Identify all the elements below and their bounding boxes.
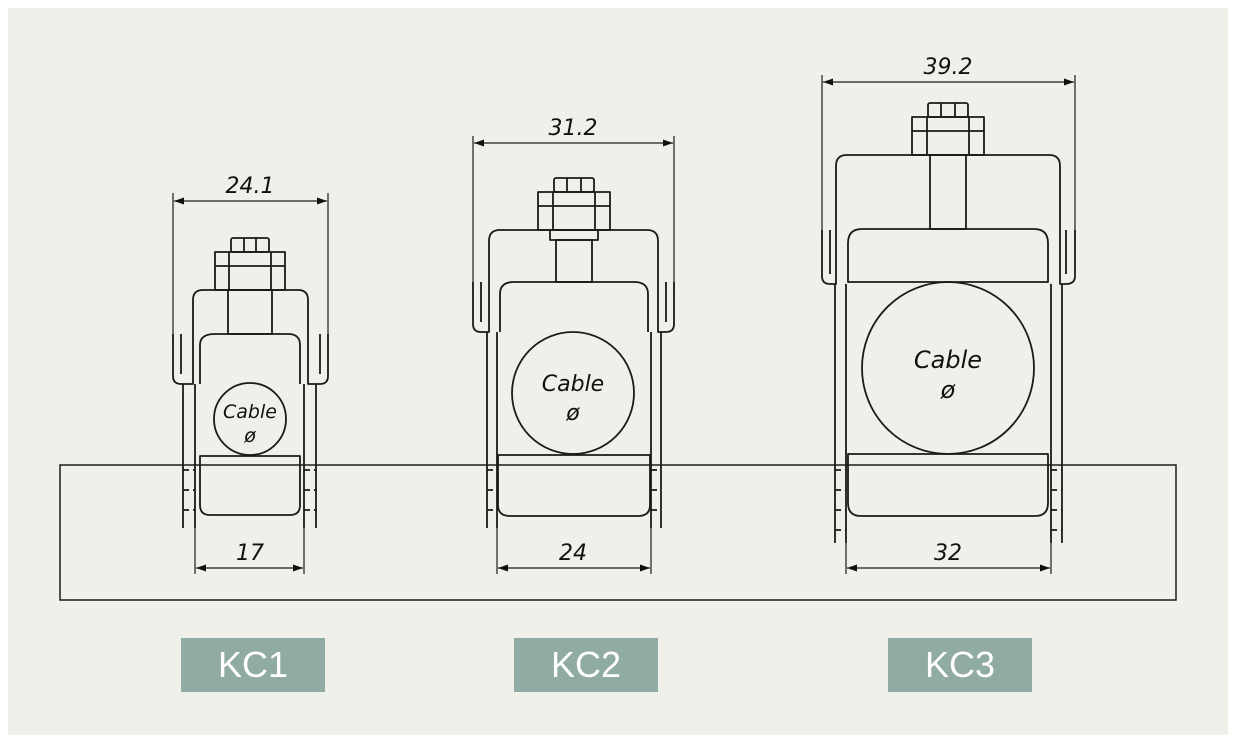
kc2-label: KC2 [514, 638, 658, 692]
kc1-bottom-dim-text: 17 [236, 541, 264, 566]
kc2-cable-text: Cable [542, 372, 604, 397]
kc3-label: KC3 [888, 638, 1032, 692]
kc2-bolt [537, 177, 611, 283]
kc1-top-dimension [172, 193, 329, 340]
mounting-rail [59, 464, 1177, 601]
kc3-top-dim-text: 39.2 [924, 55, 973, 80]
kc1-top-dim-text: 24.1 [226, 174, 275, 199]
kc3-bottom-dimension [845, 543, 1052, 574]
kc2-bracket [472, 229, 675, 333]
kc2-bottom-dim-text: 24 [559, 541, 587, 566]
kc3-legs [834, 284, 1063, 543]
kc1-lower-jaw [199, 455, 301, 516]
kc2-top-dim-text: 31.2 [549, 116, 598, 141]
diagram-panel [8, 8, 1228, 735]
kc3-bracket [821, 154, 1076, 285]
kc1-label: KC1 [181, 638, 325, 692]
kc3-cable-symbol: ø [940, 376, 956, 404]
kc1-bracket [172, 289, 329, 385]
kc3-top-dimension [821, 75, 1076, 240]
kc1-cable-text: Cable [223, 401, 277, 423]
kc3-cable [861, 281, 1035, 455]
kc1-bolt [214, 237, 286, 335]
kc1-bottom-dimension [194, 528, 305, 574]
kc2-top-dimension [472, 136, 675, 290]
kc3-cable-text: Cable [914, 346, 982, 374]
kc2-cable [511, 331, 635, 455]
clamp-kc3 [821, 75, 1076, 574]
kc1-cable-symbol: ø [243, 425, 256, 447]
kc3-bolt [911, 102, 985, 230]
kc3-lower-jaw [847, 453, 1049, 517]
kc2-upper-jaw [499, 281, 649, 332]
kc1-cable [213, 382, 287, 456]
kc3-bottom-dim-text: 32 [934, 541, 962, 566]
kc1-upper-jaw [199, 333, 301, 384]
kc1-legs [182, 384, 317, 528]
kc2-bottom-dimension [496, 528, 652, 574]
clamp-kc1 [172, 193, 329, 574]
clamp-kc2 [472, 136, 675, 574]
kc3-upper-jaw [847, 228, 1049, 283]
kc2-cable-symbol: ø [565, 401, 580, 426]
kc2-legs [486, 332, 662, 528]
kc2-lower-jaw [497, 454, 651, 517]
